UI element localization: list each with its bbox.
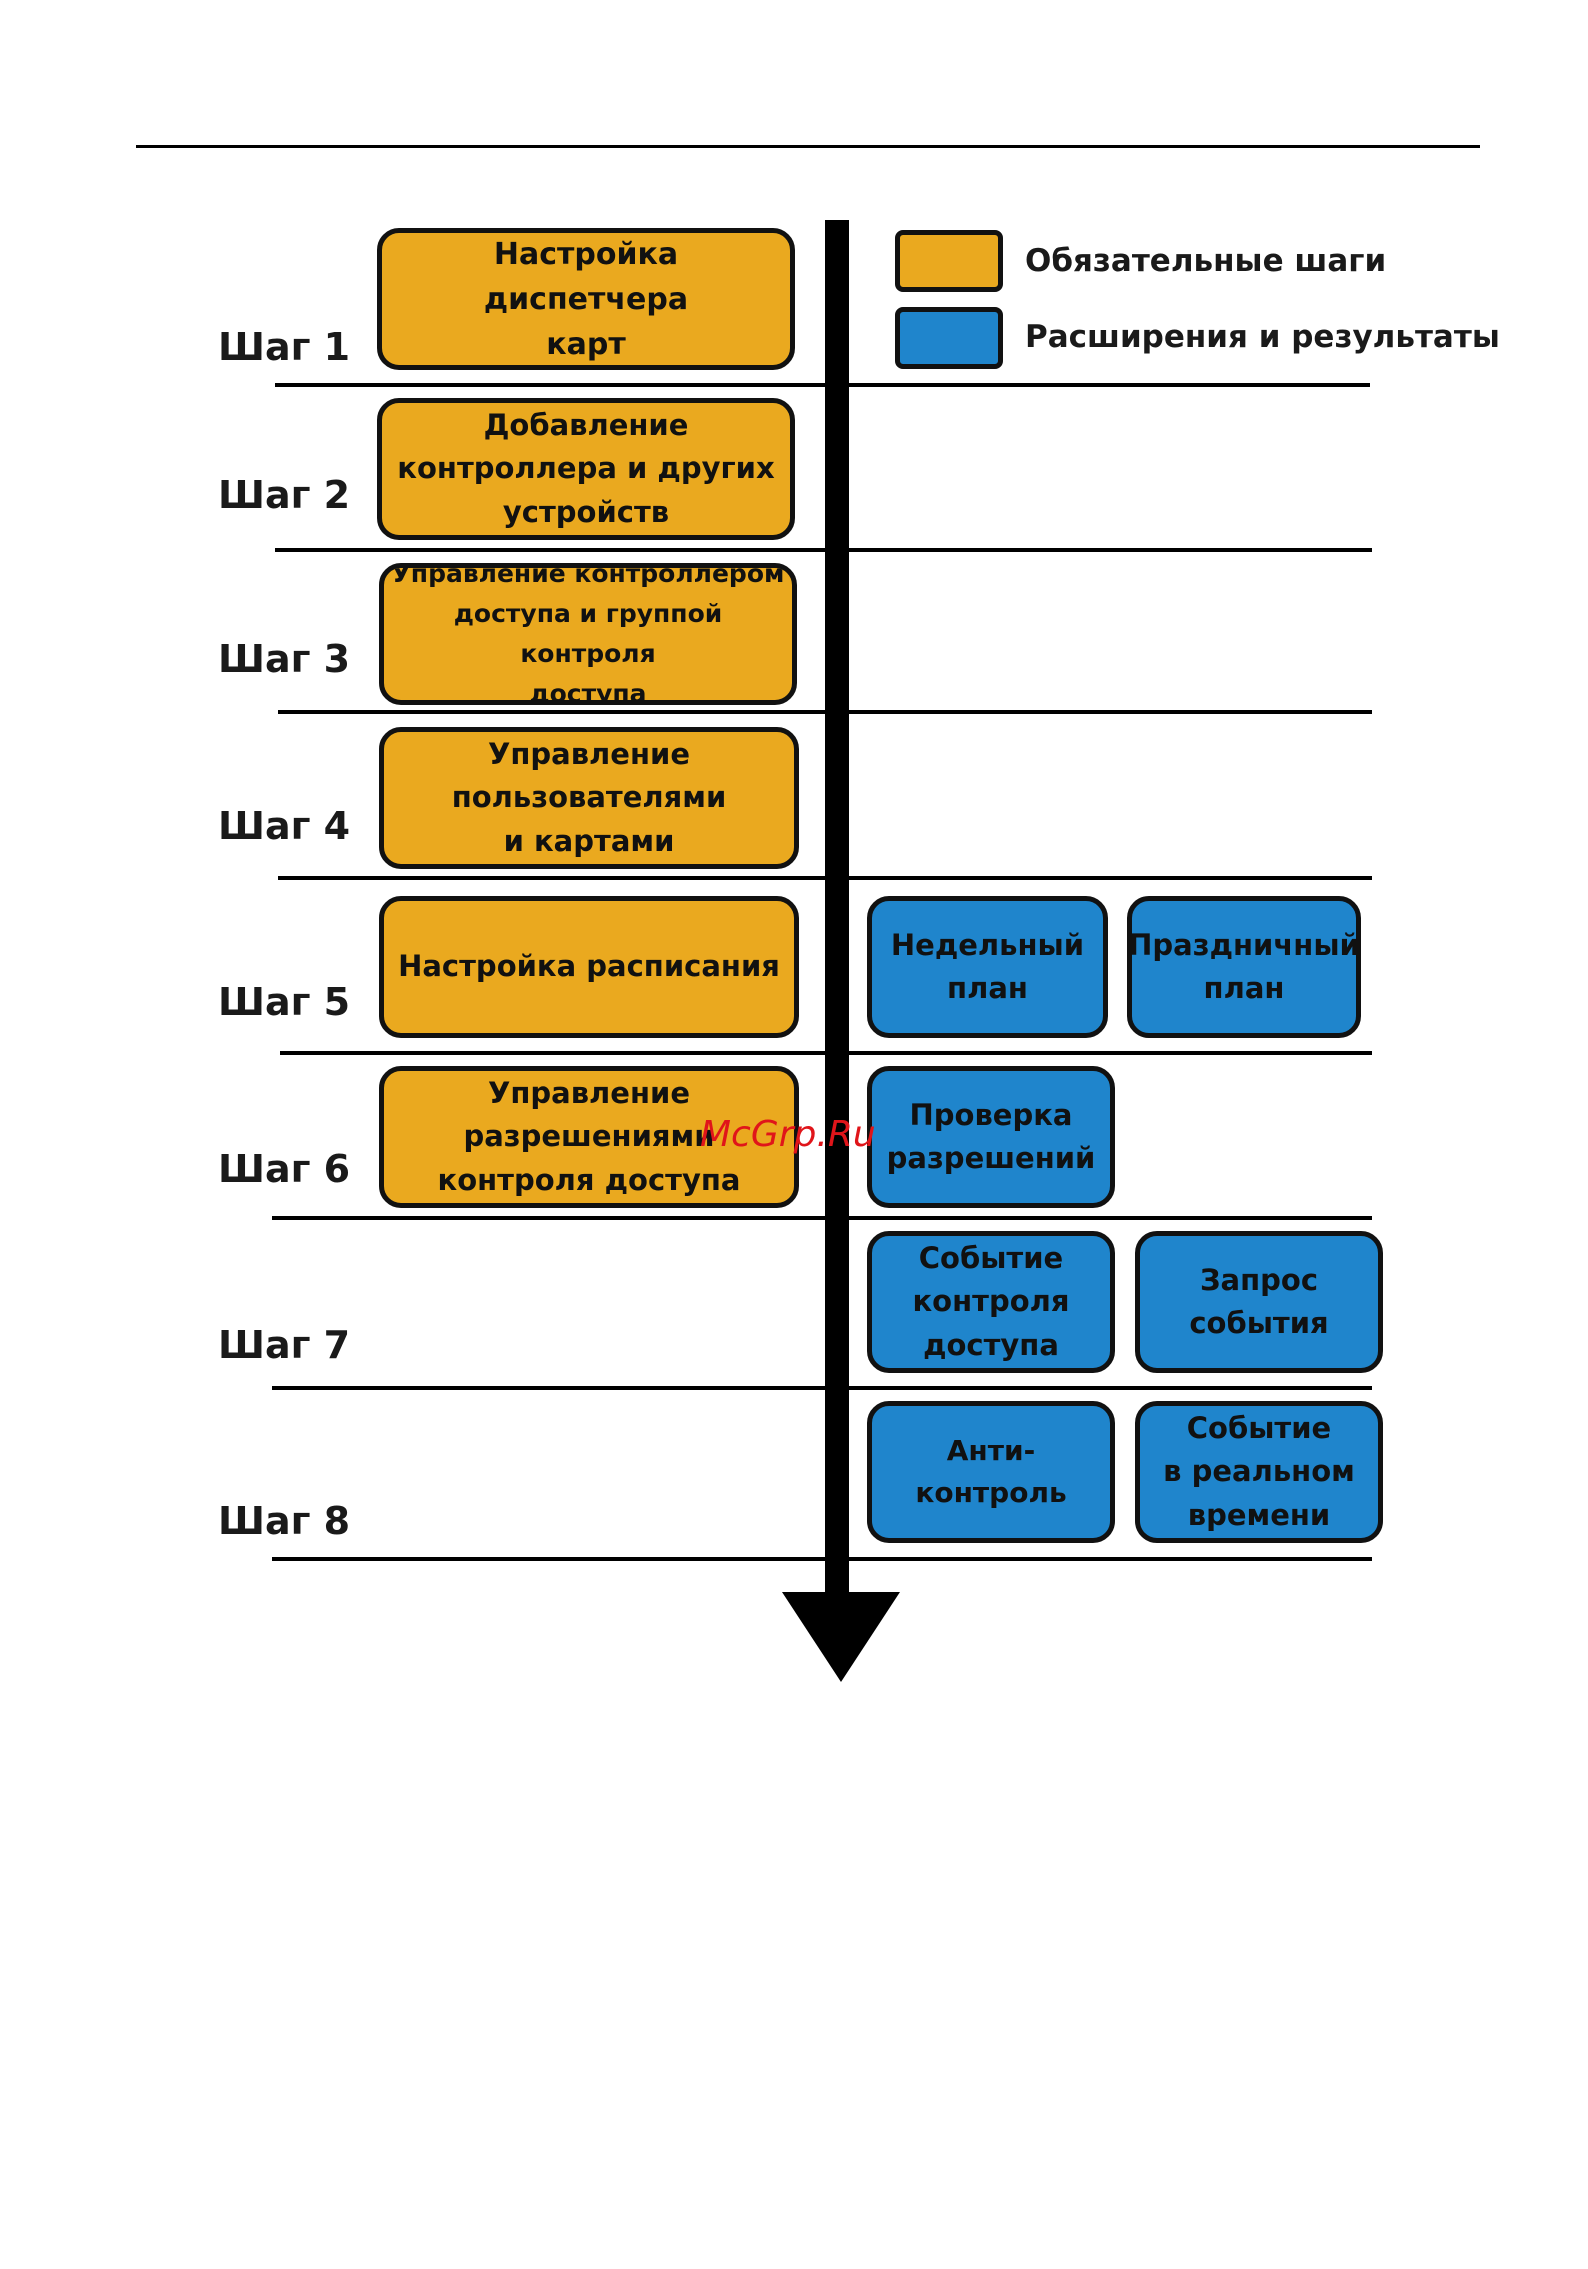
step-label-3: Шаг 3 <box>218 637 351 681</box>
step-6-box: Управление разрешениями контроля доступа <box>379 1066 799 1208</box>
separator-4-left <box>278 876 830 880</box>
step-7-ext-2-text: Запрос события <box>1189 1262 1329 1341</box>
separator-8-right <box>849 1557 1372 1561</box>
separator-6-left <box>272 1216 830 1220</box>
step-label-2: Шаг 2 <box>218 473 351 517</box>
step-label-1: Шаг 1 <box>218 325 351 369</box>
separator-7-right <box>849 1386 1372 1390</box>
step-3-box: Управление контроллером доступа и группо… <box>379 563 797 705</box>
step-label-6: Шаг 6 <box>218 1147 351 1191</box>
separator-3-left <box>278 710 830 714</box>
step-5-box: Настройка расписания <box>379 896 799 1038</box>
page-top-rule <box>136 145 1480 148</box>
step-label-7: Шаг 7 <box>218 1323 351 1367</box>
legend-required-label: Обязательные шаги <box>1025 243 1387 279</box>
separator-5-left <box>280 1051 830 1055</box>
separator-2-right <box>849 548 1372 552</box>
step-1-box-text: Настройка диспетчера карт <box>483 236 689 362</box>
step-8-ext-anti-control: Анти-контроль <box>867 1401 1115 1543</box>
separator-3-right <box>849 710 1372 714</box>
step-3-box-text: Управление контроллером доступа и группо… <box>391 563 785 705</box>
step-7-ext-1-text: Событие контроля доступа <box>912 1240 1070 1362</box>
step-4-box-text: Управление пользователями и картами <box>451 736 727 858</box>
step-5-ext-1-text: Недельный план <box>890 927 1085 1006</box>
step-1-box: Настройка диспетчера карт <box>377 228 795 370</box>
step-2-box: Добавление контроллера и других устройст… <box>377 398 795 540</box>
legend-extensions-swatch <box>895 307 1003 369</box>
step-label-8: Шаг 8 <box>218 1499 351 1543</box>
legend-extensions-label: Расширения и результаты <box>1025 319 1500 355</box>
step-label-5: Шаг 5 <box>218 980 351 1024</box>
separator-1-left <box>275 383 830 387</box>
step-6-ext-permission-check: Проверка разрешений <box>867 1066 1115 1208</box>
separator-2-left <box>275 548 830 552</box>
step-8-ext-realtime-event: Событие в реальном времени <box>1135 1401 1383 1543</box>
watermark: McGrp.Ru <box>700 1114 876 1155</box>
separator-5-right <box>849 1051 1372 1055</box>
separator-4-right <box>849 876 1372 880</box>
step-5-ext-weekly-plan: Недельный план <box>867 896 1108 1038</box>
step-5-box-text: Настройка расписания <box>398 949 780 984</box>
step-6-box-text: Управление разрешениями контроля доступа <box>437 1075 741 1197</box>
step-2-box-text: Добавление контроллера и других устройст… <box>397 407 775 529</box>
separator-7-left <box>272 1386 830 1390</box>
step-4-box: Управление пользователями и картами <box>379 727 799 869</box>
step-5-ext-holiday-plan: Праздничный план <box>1127 896 1361 1038</box>
step-label-4: Шаг 4 <box>218 804 351 848</box>
step-8-ext-2-text: Событие в реальном времени <box>1163 1410 1355 1532</box>
step-6-ext-1-text: Проверка разрешений <box>886 1097 1096 1176</box>
legend-required-swatch <box>895 230 1003 292</box>
timeline-arrow-head <box>782 1592 900 1682</box>
separator-1-right <box>849 383 1370 387</box>
step-8-ext-1-text: Анти-контроль <box>915 1434 1067 1509</box>
step-5-ext-2-text: Праздничный план <box>1128 927 1360 1006</box>
timeline-arrow-shaft <box>825 220 849 1620</box>
step-7-ext-event-query: Запрос события <box>1135 1231 1383 1373</box>
step-7-ext-access-event: Событие контроля доступа <box>867 1231 1115 1373</box>
separator-6-right <box>849 1216 1372 1220</box>
separator-8-left <box>272 1557 830 1561</box>
